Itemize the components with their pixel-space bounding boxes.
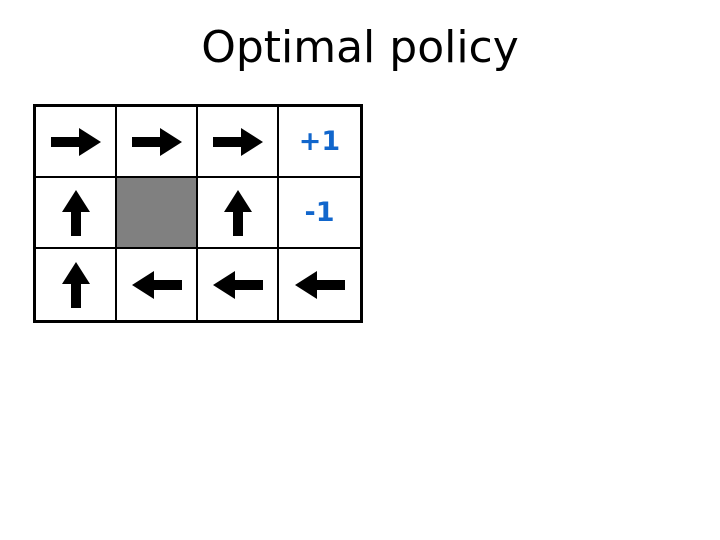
arrow-up-icon [61, 261, 90, 308]
grid-cell-r1-c2 [198, 178, 279, 249]
slide-title: Optimal policy [201, 22, 519, 73]
grid-cell-r0-c0 [36, 107, 117, 178]
arrow-up-icon [223, 189, 252, 236]
arrow-left-icon [294, 270, 345, 299]
grid-cell-r2-c0 [36, 249, 117, 320]
grid-cell-r1-c3: -1 [279, 178, 360, 249]
arrow-right-icon [212, 127, 263, 156]
grid-cell-r0-c3: +1 [279, 107, 360, 178]
grid-cell-r2-c2 [198, 249, 279, 320]
arrow-right-icon [131, 127, 182, 156]
grid-cell-r2-c3 [279, 249, 360, 320]
reward-label-negative: -1 [304, 197, 335, 228]
arrow-left-icon [212, 270, 263, 299]
arrow-left-icon [131, 270, 182, 299]
grid-cell-r0-c1 [117, 107, 198, 178]
arrow-up-icon [61, 189, 90, 236]
policy-grid: +1 -1 [33, 104, 363, 323]
grid-cell-r2-c1 [117, 249, 198, 320]
wall-cell [117, 178, 198, 249]
grid-cell-r1-c0 [36, 178, 117, 249]
reward-label-positive: +1 [298, 126, 341, 157]
arrow-right-icon [50, 127, 101, 156]
grid-cell-r0-c2 [198, 107, 279, 178]
